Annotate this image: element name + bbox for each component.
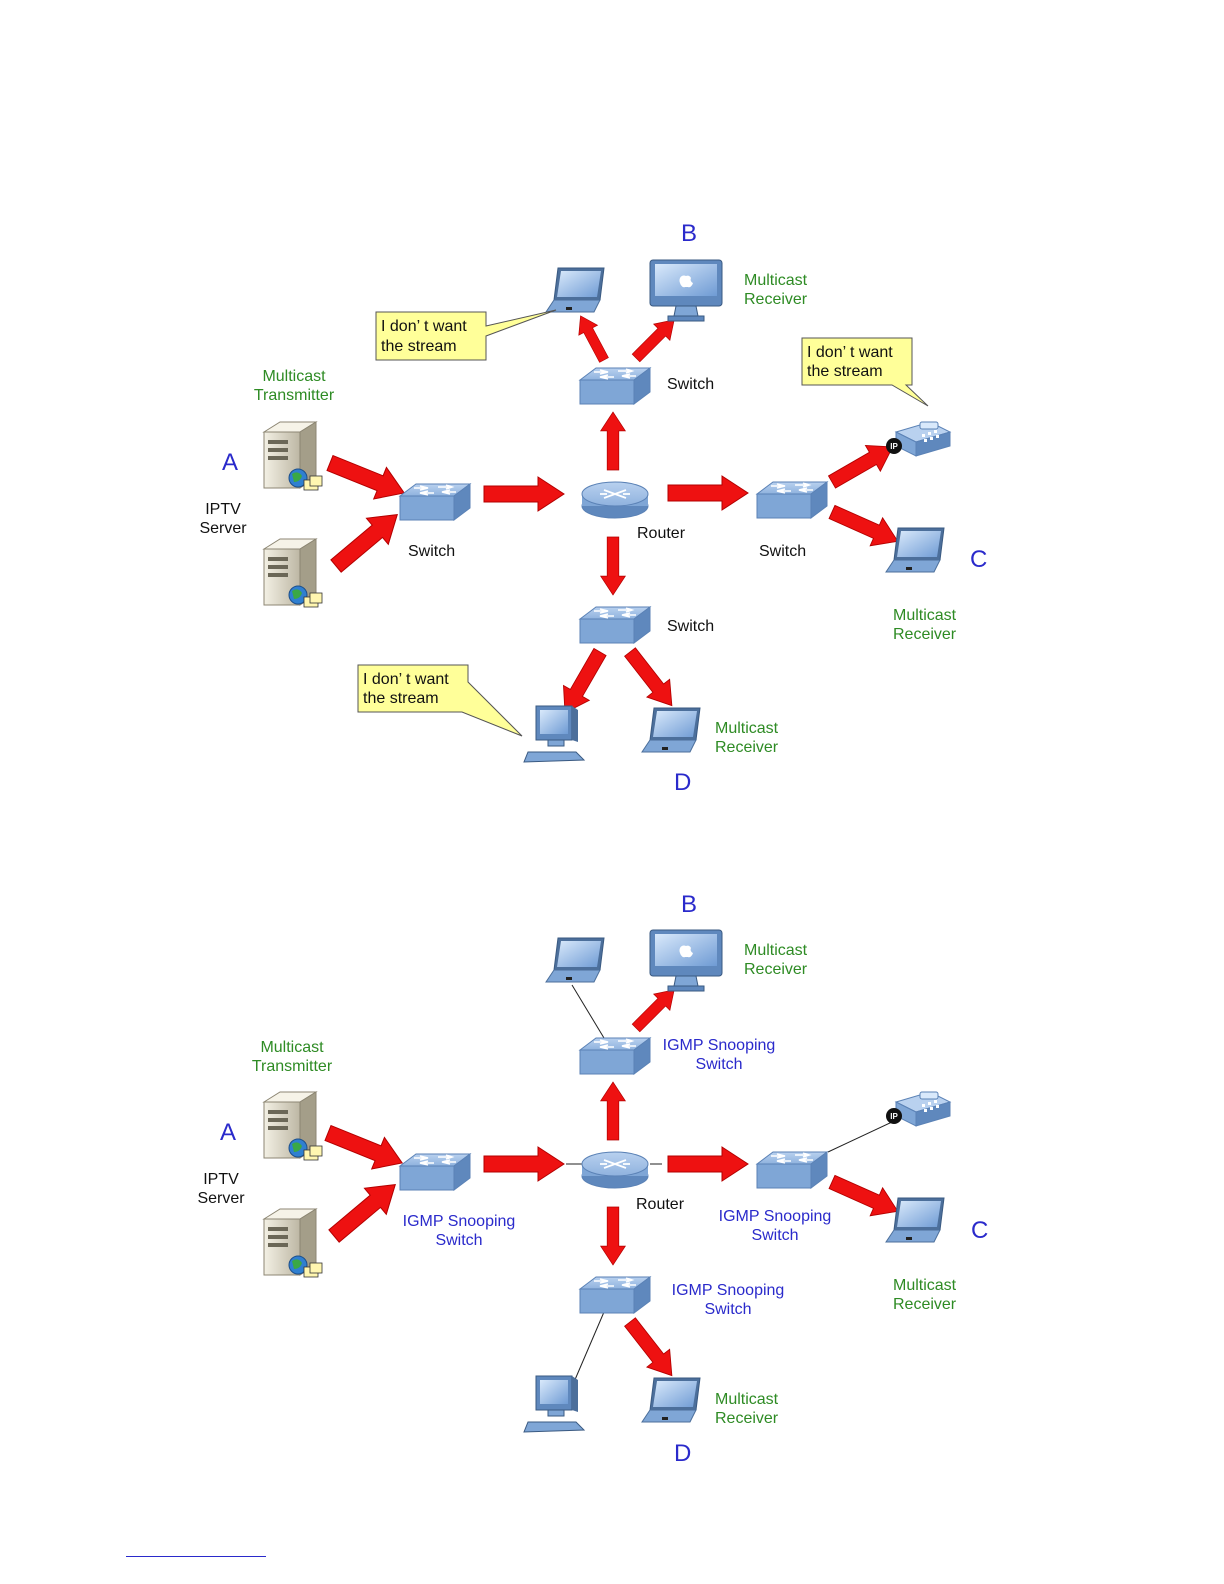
callout-c: I don’ t want the stream	[801, 337, 929, 407]
laptop-icon	[885, 1197, 945, 1243]
letter-b: B	[681, 891, 698, 918]
transmitter-label: Multicast Transmitter	[251, 1039, 333, 1075]
diagram-2	[263, 929, 951, 1433]
server-icon	[263, 1091, 323, 1161]
switch-top-label: IGMP Snooping Switch	[662, 1037, 776, 1073]
router-label: Router	[637, 525, 686, 542]
switch-bottom-label: IGMP Snooping Switch	[671, 1282, 785, 1318]
switch-icon	[579, 1276, 651, 1314]
arrow-router-switch-top	[600, 1081, 626, 1141]
arrow-switch-router	[483, 1146, 565, 1182]
iptv-server-label: IPTV Server	[199, 501, 247, 537]
callout-b-line1: I don’ t want	[381, 318, 467, 335]
letter-a: A	[222, 449, 239, 476]
router-label: Router	[636, 1196, 685, 1213]
letter-b: B	[681, 220, 698, 247]
receiver-d-label: Multicast Receiver	[715, 1391, 779, 1427]
iptv-server-label: IPTV Server	[197, 1171, 245, 1207]
callout-c-line2: the stream	[807, 363, 883, 380]
arrow-router-switch-right	[667, 1146, 749, 1182]
link-switch-phone-c	[827, 1121, 893, 1153]
laptop-icon	[641, 1377, 701, 1423]
switch-left-label: IGMP Snooping Switch	[402, 1213, 516, 1249]
ip-phone-icon	[885, 1091, 951, 1127]
router-icon	[581, 1151, 649, 1189]
callout-b-line2: the stream	[381, 338, 457, 355]
arrow-router-switch-bottom	[600, 1206, 626, 1266]
letter-a: A	[220, 1119, 237, 1146]
letter-d: D	[674, 1440, 692, 1467]
switch-icon	[579, 1037, 651, 1075]
receiver-d-label: Multicast Receiver	[715, 720, 779, 756]
callout-d-line1: I don’ t want	[363, 671, 449, 688]
arrow-server2-switch	[322, 1171, 407, 1250]
server-icon	[263, 1208, 323, 1278]
callout-d-line2: the stream	[363, 690, 439, 707]
switch-icon	[399, 1153, 471, 1191]
laptop-icon	[545, 937, 605, 983]
letter-c: C	[970, 546, 988, 573]
arrow-switch-laptop-d	[618, 1312, 684, 1385]
switch-icon	[756, 1151, 828, 1189]
link-switch-laptop-b	[571, 984, 605, 1039]
receiver-c-label: Multicast Receiver	[893, 607, 957, 643]
callout-c-line1: I don’ t want	[807, 344, 893, 361]
footer-rule	[126, 1556, 266, 1557]
link-switch-desktop-d	[573, 1311, 605, 1383]
letter-c: C	[971, 1217, 989, 1244]
switch-bottom-label: Switch	[667, 618, 715, 635]
transmitter-label: Multicast Transmitter	[253, 368, 335, 404]
receiver-b-label: Multicast Receiver	[744, 272, 808, 308]
desktop-pc-icon	[523, 1375, 585, 1433]
diagram-1: I don’ t want the stream I don’ t want t…	[263, 259, 951, 763]
arrow-server1-switch	[321, 1116, 410, 1180]
switch-top-label: Switch	[667, 376, 715, 393]
letter-d: D	[674, 769, 692, 796]
callout-d: I don’ t want the stream	[357, 664, 523, 737]
switch-left-label: Switch	[408, 543, 456, 560]
receiver-b-label: Multicast Receiver	[744, 942, 808, 978]
arrow-switch-laptop-c	[825, 1167, 905, 1226]
switch-right-label: IGMP Snooping Switch	[718, 1208, 832, 1244]
callout-b: I don’ t want the stream	[375, 309, 557, 361]
switch-right-label: Switch	[759, 543, 807, 560]
imac-icon	[649, 929, 723, 992]
receiver-c-label: Multicast Receiver	[893, 1277, 957, 1313]
